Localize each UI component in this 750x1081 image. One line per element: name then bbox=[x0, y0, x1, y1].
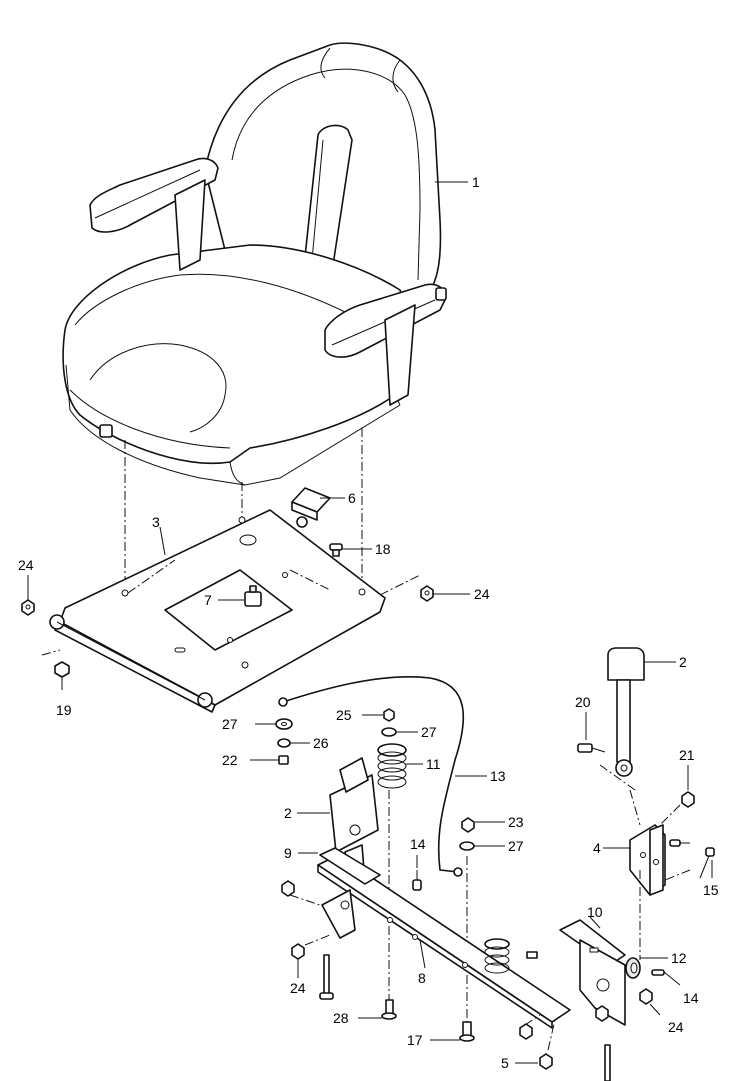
callout-27-b: 27 bbox=[421, 724, 437, 740]
nut-24-right-lower bbox=[639, 988, 653, 1005]
bolt-14-a bbox=[412, 870, 422, 891]
part-2-seatbelt-upper bbox=[607, 647, 645, 777]
washer-26 bbox=[277, 738, 291, 748]
callout-17: 17 bbox=[407, 1032, 423, 1048]
part-7-switch bbox=[244, 585, 262, 607]
nut-24-bar bbox=[291, 943, 305, 960]
bolt-15 bbox=[699, 847, 715, 879]
seat bbox=[62, 42, 447, 486]
callout-5: 5 bbox=[501, 1055, 509, 1071]
callout-12: 12 bbox=[671, 950, 687, 966]
callout-19: 19 bbox=[56, 702, 72, 718]
bolt-20 bbox=[577, 743, 606, 753]
part-12-bushing bbox=[625, 957, 641, 979]
callout-27-c: 27 bbox=[508, 838, 524, 854]
part-18-pin bbox=[329, 543, 343, 557]
washer-27-a bbox=[275, 718, 293, 730]
callout-11: 11 bbox=[426, 756, 441, 772]
part-24-nut-left bbox=[21, 599, 35, 616]
bolt-14-b bbox=[651, 969, 681, 986]
bolt-28 bbox=[381, 999, 397, 1020]
spring-11 bbox=[377, 743, 407, 789]
callout-15: 15 bbox=[703, 882, 719, 898]
bolt-17 bbox=[459, 1021, 475, 1042]
nut-21 bbox=[681, 791, 695, 808]
callout-24-c: 24 bbox=[290, 980, 306, 996]
callout-10: 10 bbox=[587, 904, 603, 920]
callout-8: 8 bbox=[418, 970, 426, 986]
callout-27-a: 27 bbox=[222, 716, 238, 732]
callout-18: 18 bbox=[375, 541, 391, 557]
callout-2-b: 2 bbox=[284, 805, 292, 821]
long-bolt-left bbox=[319, 954, 334, 1000]
callout-24-b: 24 bbox=[474, 586, 490, 602]
washer-27-b bbox=[381, 727, 397, 737]
part-10-bracket bbox=[526, 919, 626, 1026]
nut-5 bbox=[539, 1053, 553, 1070]
callout-1: 1 bbox=[472, 174, 480, 190]
nut-bar-left-top bbox=[281, 880, 295, 897]
callout-20: 20 bbox=[575, 694, 591, 710]
callout-14-b: 14 bbox=[683, 990, 699, 1006]
callout-4: 4 bbox=[593, 840, 601, 856]
nut-25 bbox=[383, 708, 395, 722]
callout-24-d: 24 bbox=[668, 1019, 684, 1035]
base-plate bbox=[49, 509, 386, 713]
callout-13: 13 bbox=[490, 768, 506, 784]
callout-6: 6 bbox=[348, 490, 356, 506]
callout-21: 21 bbox=[679, 747, 695, 763]
washer-27-c bbox=[459, 841, 475, 851]
callout-2-a: 2 bbox=[679, 654, 687, 670]
callout-9: 9 bbox=[284, 845, 292, 861]
callout-3: 3 bbox=[152, 514, 160, 530]
callout-24-a: 24 bbox=[18, 557, 34, 573]
part-4-bracket bbox=[629, 824, 666, 896]
callout-23: 23 bbox=[508, 814, 524, 830]
part-6-bracket bbox=[291, 487, 331, 528]
nut-22 bbox=[278, 755, 289, 765]
callout-7: 7 bbox=[204, 592, 212, 608]
callout-28: 28 bbox=[333, 1010, 349, 1026]
callout-25: 25 bbox=[336, 707, 352, 723]
part-24-nut-right bbox=[420, 585, 434, 602]
part-19-bolt bbox=[54, 661, 70, 690]
callout-14-a: 14 bbox=[410, 836, 426, 852]
callout-22: 22 bbox=[222, 752, 238, 768]
nut-23 bbox=[461, 817, 475, 833]
bolt-near-4 bbox=[669, 839, 690, 847]
callout-26: 26 bbox=[313, 735, 329, 751]
part-8-bar bbox=[317, 847, 571, 1029]
